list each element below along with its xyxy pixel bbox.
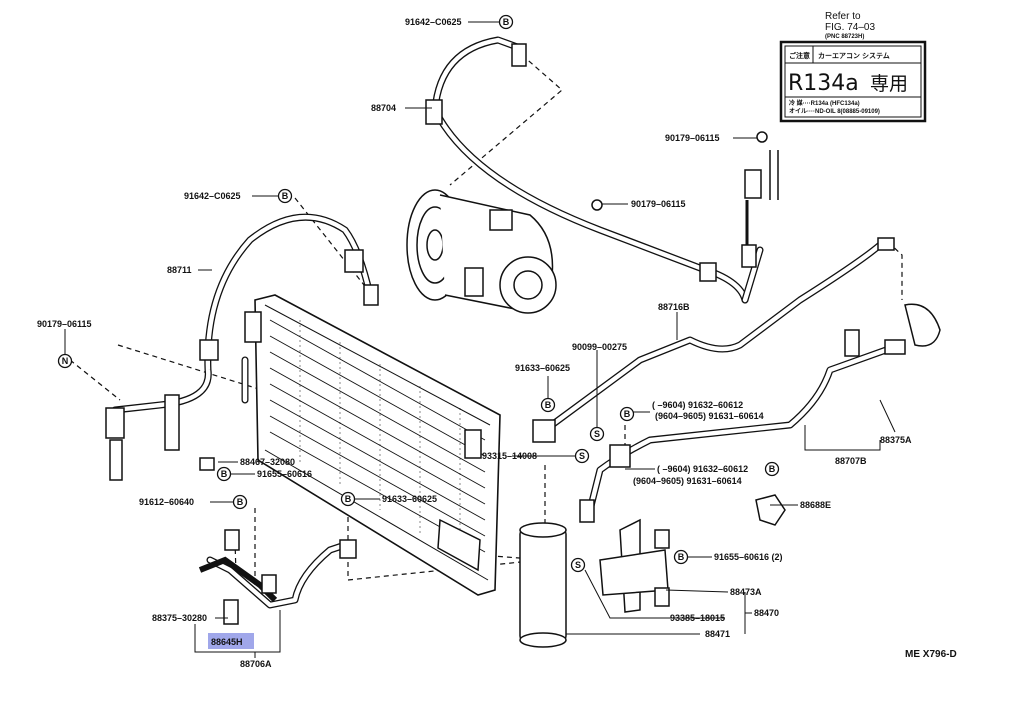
svg-text:B: B: [503, 17, 510, 27]
part-label-88704[interactable]: 88704: [371, 103, 396, 113]
svg-text:N: N: [62, 356, 69, 366]
mounting-bracket: [599, 518, 670, 613]
part-label-88716b[interactable]: 88716B: [658, 302, 690, 312]
symbol-b-5: B: [216, 466, 232, 482]
part-label-88473a[interactable]: 88473A: [730, 587, 762, 597]
circle-symbols: B B N B S B B S B B B B S: [57, 14, 780, 573]
sticker-frame: [779, 40, 927, 123]
part-label-88688e[interactable]: 88688E: [800, 500, 831, 510]
part-label-91632-60612-a[interactable]: ( –9604) 91632–60612: [652, 400, 743, 410]
svg-text:B: B: [282, 191, 289, 201]
sticker-row-2: オイル····ND-OIL 8(08885-09109): [789, 108, 880, 115]
svg-text:B: B: [678, 552, 685, 562]
part-label-88471[interactable]: 88471: [705, 629, 730, 639]
part-label-88706a[interactable]: 88706A: [240, 659, 272, 669]
svg-text:S: S: [579, 451, 585, 461]
part-label-91612-60640[interactable]: 91612–60640: [139, 497, 194, 507]
drawing-code: ME X796-D: [905, 649, 957, 660]
leader-lines: [64, 21, 896, 658]
part-label-91631-60614-a[interactable]: (9604–9605) 91631–60614: [655, 411, 764, 421]
svg-text:S: S: [575, 560, 581, 570]
part-label-88707b[interactable]: 88707B: [835, 456, 867, 466]
receiver-dryer: [519, 522, 567, 648]
part-label-91632-60612-b[interactable]: ( –9604) 91632–60612: [657, 464, 748, 474]
part-label-88375-30280[interactable]: 88375–30280: [152, 613, 207, 623]
selected-part-highlight: [208, 633, 254, 649]
reference-line-1: Refer to: [825, 11, 861, 22]
svg-text:S: S: [594, 429, 600, 439]
symbol-b-8: B: [340, 491, 356, 507]
sticker-main-left: R134a: [788, 71, 859, 96]
symbol-b-6: B: [764, 461, 780, 477]
part-label-88375a[interactable]: 88375A: [880, 435, 912, 445]
part-label-91642-c0625-left[interactable]: 91642–C0625: [184, 191, 241, 201]
symbol-b-3: B: [540, 397, 556, 413]
part-label-91642-c0625-top[interactable]: 91642–C0625: [405, 17, 462, 27]
part-label-88711[interactable]: 88711: [167, 265, 192, 275]
reference-line-3: (PNC 88723H): [825, 34, 864, 40]
refrigerant-sticker: ご注意 カーエアコン システム R134a 専用 冷 媒····R134a (H…: [779, 40, 927, 123]
pipes: [111, 36, 904, 609]
compressor: [406, 189, 557, 314]
part-label-91633-60625-a[interactable]: 91633–60625: [515, 363, 570, 373]
sticker-main-right: 専用: [870, 73, 908, 95]
part-label-91655-60616-2[interactable]: 91655–60616 (2): [714, 552, 783, 562]
reference-note: Refer to FIG. 74–03 (PNC 88723H): [825, 11, 875, 40]
part-labels[interactable]: 91642–C0625 88704 90179–06115 90179–0611…: [37, 17, 912, 669]
symbol-n-1: N: [57, 353, 73, 369]
symbol-b-2: B: [277, 188, 293, 204]
reference-line-2: FIG. 74–03: [825, 22, 875, 33]
symbol-s-1: S: [589, 426, 605, 442]
part-label-88470[interactable]: 88470: [754, 608, 779, 618]
part-label-91655-60616-a[interactable]: 91655–60616: [257, 469, 312, 479]
symbol-b-7: B: [232, 494, 248, 510]
fittings: [105, 43, 941, 625]
part-label-93385-18015[interactable]: 93385–18015: [670, 613, 725, 623]
svg-text:B: B: [237, 497, 244, 507]
sticker-header-left: ご注意: [789, 51, 810, 60]
svg-text:B: B: [345, 494, 352, 504]
svg-text:B: B: [624, 409, 631, 419]
condenser: [244, 294, 501, 596]
symbol-s-3: S: [570, 557, 586, 573]
part-label-88467-32080[interactable]: 88467–32080: [240, 457, 295, 467]
symbol-b-9: B: [673, 549, 689, 565]
sticker-row-1: 冷 媒····R134a (HFC134a): [789, 99, 860, 107]
symbol-s-2: S: [574, 448, 590, 464]
part-label-91633-60625-b[interactable]: 91633–60625: [382, 494, 437, 504]
symbol-b-1: B: [498, 14, 514, 30]
part-label-90179-06115-c[interactable]: 90179–06115: [37, 319, 92, 329]
part-label-90179-06115-b[interactable]: 90179–06115: [631, 199, 686, 209]
sticker-inner-frame: [784, 45, 922, 118]
part-label-90099-00275[interactable]: 90099–00275: [572, 342, 627, 352]
svg-text:B: B: [769, 464, 776, 474]
part-label-88645h[interactable]: 88645H: [211, 637, 243, 647]
sticker-header-right: カーエアコン システム: [818, 52, 890, 60]
part-label-91631-60614-b[interactable]: (9604–9605) 91631–60614: [633, 476, 742, 486]
svg-text:B: B: [545, 400, 552, 410]
svg-text:B: B: [221, 469, 228, 479]
part-label-90179-06115-a[interactable]: 90179–06115: [665, 133, 720, 143]
part-label-93315-14008[interactable]: 93315–14008: [482, 451, 537, 461]
symbol-b-4: B: [619, 406, 635, 422]
